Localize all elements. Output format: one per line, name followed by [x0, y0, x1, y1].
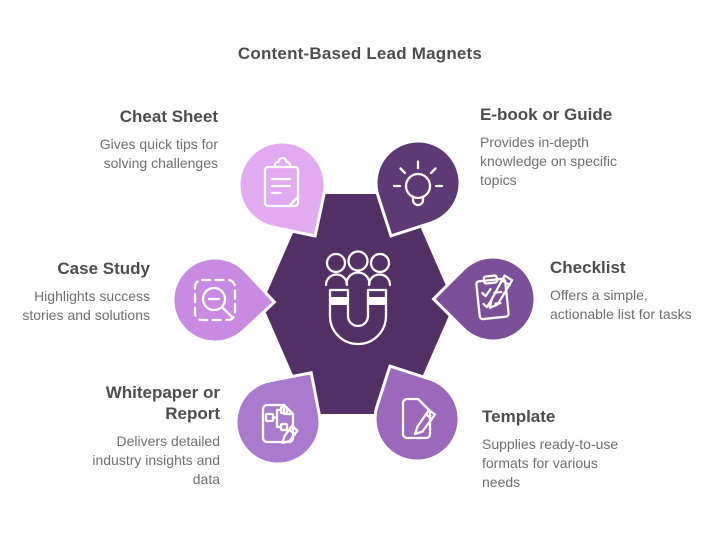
flowchart-document-pencil-icon: [261, 403, 299, 445]
node-description: Gives quick tips for solving challenges: [99, 136, 218, 171]
node-template: Template Supplies ready-to-use formats f…: [482, 406, 622, 492]
pin-cheat-sheet: [237, 140, 327, 238]
node-description: Delivers detailed industry insights and …: [92, 433, 220, 487]
pin-case-study: [171, 256, 277, 344]
checklist-pencil-icon: [475, 274, 514, 321]
node-description: Provides in-depth knowledge on specific …: [480, 134, 617, 188]
node-description: Supplies ready-to-use formats for variou…: [482, 436, 619, 490]
node-label: Whitepaper or Report: [105, 383, 220, 423]
clipboard-notes-icon: [263, 156, 300, 208]
node-label: Checklist: [550, 258, 626, 277]
page-title: Content-Based Lead Magnets: [237, 44, 483, 63]
center-hexagon: [262, 194, 454, 414]
pin-checklist: [431, 255, 537, 343]
node-whitepaper-or-report: Whitepaper or Report Delivers detailed i…: [92, 382, 220, 489]
lightbulb-icon: [392, 160, 444, 207]
node-description: Highlights success stories and solutions: [22, 288, 150, 323]
node-cheat-sheet: Cheat Sheet Gives quick tips for solving…: [78, 106, 218, 173]
node-label: Case Study: [57, 259, 150, 278]
node-checklist: Checklist Offers a simple, actionable li…: [550, 257, 702, 324]
node-description: Offers a simple, actionable list for tas…: [550, 287, 692, 322]
document-pencil-icon: [401, 397, 437, 440]
pin-ebook-or-guide: [374, 139, 462, 238]
node-label: Cheat Sheet: [119, 107, 218, 126]
pin-template: [373, 364, 461, 463]
node-label: Template: [482, 407, 556, 426]
node-case-study: Case Study Highlights success stories an…: [14, 258, 150, 325]
node-ebook-or-guide: E-book or Guide Provides in-depth knowle…: [480, 104, 620, 190]
magnet-attracting-people-icon: [324, 250, 392, 346]
node-label: E-book or Guide: [480, 105, 613, 124]
magnifier-selection-icon: [193, 278, 237, 322]
